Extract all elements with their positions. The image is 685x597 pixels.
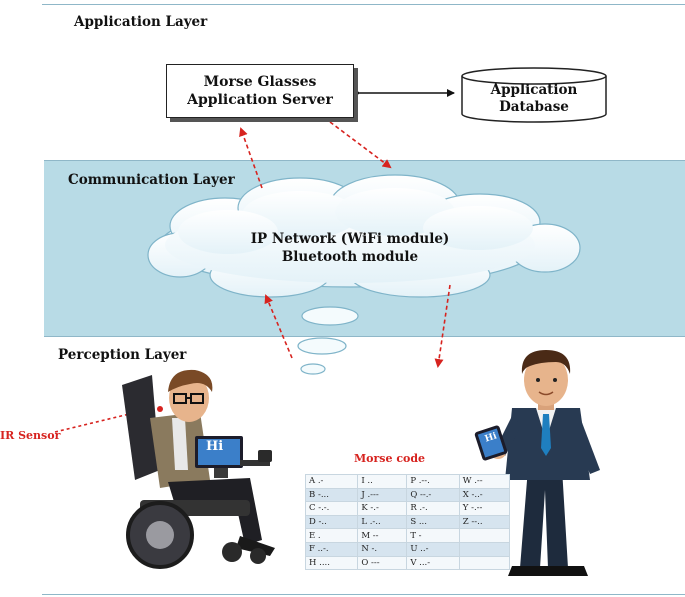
communication-layer-label: Communication Layer (68, 172, 235, 188)
cloud-puff-small (300, 363, 326, 375)
arrow-perception-to-cloud (264, 294, 293, 359)
database-cylinder (461, 67, 607, 123)
morse-cell (458, 541, 511, 557)
morse-cell: S ... (406, 514, 460, 530)
morse-cell: D -.. (304, 514, 359, 530)
application-server-box: Morse Glasses Application Server (166, 64, 354, 118)
network-label-line2: Bluetooth module (281, 249, 419, 265)
morse-row: F ..-.N -.U ..- (304, 541, 511, 557)
morse-cell: U ..- (406, 541, 460, 557)
morse-cell: Z --.. (458, 514, 511, 530)
phone-device (474, 425, 508, 461)
database-label-line1: Application (490, 82, 578, 98)
morse-cell: Y -.-- (458, 501, 511, 516)
morse-cell: H .... (304, 555, 359, 571)
morse-cell: A .- (304, 474, 359, 489)
cloud-puff-large (301, 306, 359, 326)
application-layer-label: Application Layer (74, 14, 208, 30)
top-divider (42, 4, 685, 5)
morse-cell: P .--. (406, 474, 460, 489)
arrow-cloud-to-person (434, 284, 451, 368)
morse-cell: W .-- (458, 474, 511, 489)
morse-cell: F ..-. (304, 541, 359, 557)
morse-cell (458, 555, 511, 571)
server-label-line2: Application Server (187, 92, 333, 108)
morse-cell: Q --.- (406, 487, 460, 503)
morse-cell: K -.- (357, 501, 408, 516)
morse-cell: O --- (357, 555, 408, 571)
morse-cell: J .--- (357, 487, 408, 503)
ir-sensor-label: IR Sensor (0, 429, 61, 442)
morse-row: E .M --T - (304, 528, 511, 543)
morse-cell: B -... (304, 487, 359, 503)
morse-cell: L .-.. (357, 514, 408, 530)
ir-sensor-pointer (54, 408, 151, 433)
server-label-line1: Morse Glasses (203, 74, 317, 90)
database-label-line2: Database (499, 99, 569, 115)
morse-cell: V ...- (406, 555, 460, 571)
morse-cell (458, 528, 511, 543)
morse-cell: E . (304, 528, 359, 543)
arrow-server-to-cloud (329, 121, 392, 169)
arrow-cloud-to-server (239, 127, 263, 189)
wheelchair-user-illustration (122, 369, 275, 569)
morse-code-title: Morse code (354, 452, 426, 465)
perception-layer-label: Perception Layer (58, 347, 187, 363)
application-database-label: Application Database (462, 82, 606, 116)
morse-row: C -.-.K -.-R .-.Y -.-- (304, 501, 511, 516)
cloud-puff-medium (297, 337, 347, 355)
morse-cell: I .. (357, 474, 408, 489)
morse-cell: R .-. (406, 501, 460, 516)
morse-cell: X -..- (458, 487, 511, 503)
morse-row: H ....O ---V ...- (304, 555, 511, 571)
morse-cell: C -.-. (304, 501, 359, 516)
morse-cell: T - (406, 528, 460, 543)
morse-code-table: A .-I ..P .--.W .--B -...J .---Q --.-X -… (304, 474, 511, 571)
morse-row: D -..L .-..S ...Z --.. (304, 514, 511, 530)
bottom-divider (42, 594, 685, 595)
morse-cell: N -. (357, 541, 408, 557)
network-label-line1: IP Network (WiFi module) (250, 231, 450, 247)
tablet-device (195, 436, 243, 478)
morse-row: B -...J .---Q --.-X -..- (304, 487, 511, 503)
tablet-screen-text: Hi (206, 439, 224, 454)
morse-row: A .-I ..P .--.W .-- (304, 474, 511, 489)
businessman-illustration (474, 350, 600, 576)
morse-cell: M -- (357, 528, 408, 543)
network-label: IP Network (WiFi module) Bluetooth modul… (200, 230, 500, 266)
